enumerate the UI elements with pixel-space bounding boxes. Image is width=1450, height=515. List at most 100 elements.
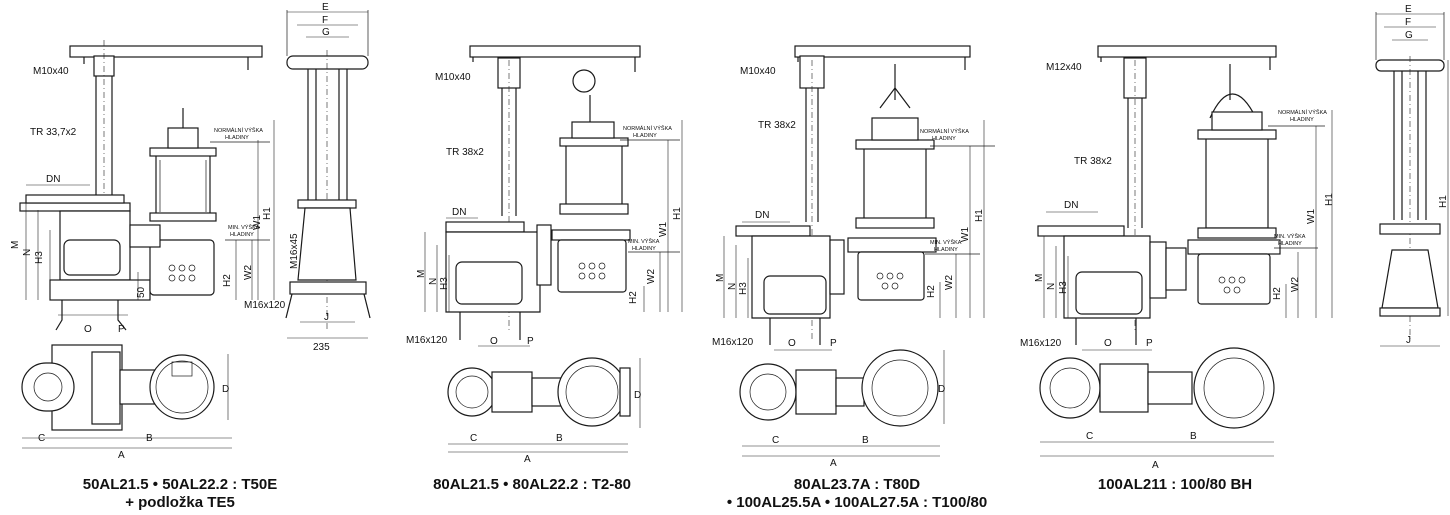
bolt-label: M10x40: [33, 66, 69, 77]
bolt-label: M12x40: [1046, 62, 1082, 73]
o-label: O: [1104, 338, 1112, 349]
bolt-label: M10x40: [740, 66, 776, 77]
j-label: J: [324, 312, 329, 323]
h1-label: H1: [1324, 193, 1335, 206]
pipe-label: TR 38x2: [1074, 156, 1112, 167]
h3-label: H3: [34, 251, 45, 264]
o-label: O: [490, 336, 498, 347]
pipe-label: TR 33,7x2: [30, 127, 77, 138]
d-label: D: [634, 390, 641, 401]
d-label: D: [222, 384, 229, 395]
m-label: M: [416, 270, 427, 278]
h1-label: H1: [974, 209, 985, 222]
min-level-line2: HLADINY: [1278, 241, 1302, 247]
h1-label: H1: [672, 207, 683, 220]
w1-label: W1: [960, 227, 971, 242]
j-label: J: [1406, 335, 1411, 346]
h2-label: H2: [222, 274, 233, 287]
caption-line-1: 80AL23.7A : T80D: [793, 476, 921, 493]
min-level-line1: MIN. VÝŠKA: [628, 238, 660, 245]
anchor-label: M16x120: [1020, 338, 1062, 349]
a-label: A: [830, 458, 837, 469]
w2-label: W2: [243, 265, 254, 280]
h3-label: H3: [1058, 281, 1069, 294]
c-label: C: [470, 433, 477, 444]
a-label: A: [1152, 460, 1159, 471]
normal-level-line2: HLADINY: [1290, 117, 1314, 123]
m-label: M: [10, 241, 21, 249]
a-label: A: [118, 450, 125, 461]
h2-label: H2: [628, 291, 639, 304]
min-level-line1: MIN. VÝŠKA: [930, 239, 962, 246]
caption-line-1: 100AL211 : 100/80 BH: [1097, 476, 1253, 493]
n-label: N: [428, 278, 439, 285]
h1-label: H1: [1438, 195, 1449, 208]
dn-label: DN: [452, 207, 466, 218]
pipe-label: TR 38x2: [758, 120, 796, 131]
normal-level-line2: HLADINY: [225, 135, 249, 141]
drawing-100al211-front: M12x40 TR 38x2 DN M16x120 M N H3 H2 W2 W…: [1020, 45, 1335, 471]
caption-100al211: 100AL211 : 100/80 BH: [1050, 476, 1300, 494]
n-label: N: [22, 249, 33, 256]
drawing-50al-side: E F G J M16x45 M16x120 235: [244, 2, 371, 353]
pipe-label: TR 38x2: [446, 147, 484, 158]
h2-label: H2: [1272, 287, 1283, 300]
normal-level-line1: NORMÁLNÍ VÝŠKA: [214, 127, 263, 134]
caption-line-1: 50AL21.5 • 50AL22.2 : T50E: [82, 476, 278, 493]
min-level-line2: HLADINY: [230, 232, 254, 238]
dn-label: DN: [755, 210, 769, 221]
n-label: N: [727, 283, 738, 290]
w1-label: W1: [1306, 209, 1317, 224]
width-235-label: 235: [313, 342, 330, 353]
min-level-line1: MIN. VÝŠKA: [228, 224, 260, 231]
bolt-label: M10x40: [435, 72, 471, 83]
o-label: O: [788, 338, 796, 349]
h2-label: H2: [926, 285, 937, 298]
dn-label: DN: [1064, 200, 1078, 211]
min-level-line2: HLADINY: [632, 246, 656, 252]
w1-label: W1: [658, 222, 669, 237]
b-label: B: [1190, 431, 1197, 442]
b-label: B: [146, 433, 153, 444]
anchor-m16x120-label: M16x120: [244, 300, 286, 311]
h3-label: H3: [439, 277, 450, 290]
f-label: F: [1405, 17, 1411, 28]
caption-line-1: 80AL21.5 • 80AL22.2 : T2-80: [433, 476, 631, 493]
w2-label: W2: [646, 269, 657, 284]
normal-level-line1: NORMÁLNÍ VÝŠKA: [1278, 109, 1327, 116]
normal-level-line2: HLADINY: [633, 133, 657, 139]
min-level-line1: MIN. VÝŠKA: [1274, 233, 1306, 240]
normal-level-line2: HLADINY: [932, 136, 956, 142]
w2-label: W2: [1290, 277, 1301, 292]
caption-80al-t80d: 80AL23.7A : T80D • 100AL25.5A • 100AL27.…: [712, 476, 1002, 512]
drawing-100al211-side: E F G J H1: [1375, 4, 1449, 347]
e-label: E: [1405, 4, 1412, 15]
p-label: P: [527, 336, 534, 347]
h3-label: H3: [738, 282, 749, 295]
dn-label: DN: [46, 174, 60, 185]
o-label: O: [84, 324, 92, 335]
c-label: C: [772, 435, 779, 446]
drawing-80al-t80d: M10x40 TR 38x2 DN M16x120 M N H3 H2 W2 W…: [712, 45, 995, 469]
a-label: A: [524, 454, 531, 465]
m-label: M: [715, 274, 726, 282]
caption-50al: 50AL21.5 • 50AL22.2 : T50E + podložka TE…: [40, 476, 320, 512]
caption-80al-t2-80: 80AL21.5 • 80AL22.2 : T2-80: [392, 476, 672, 494]
b-label: B: [556, 433, 563, 444]
normal-level-line1: NORMÁLNÍ VÝŠKA: [623, 125, 672, 132]
h1-label: H1: [262, 207, 273, 220]
caption-line-2: + podložka TE5: [125, 494, 235, 511]
g-label: G: [322, 27, 330, 38]
normal-level-line1: NORMÁLNÍ VÝŠKA: [920, 128, 969, 135]
min-level-line2: HLADINY: [934, 247, 958, 253]
anchor-label: M16x120: [712, 337, 754, 348]
p-label: P: [830, 338, 837, 349]
b-label: B: [862, 435, 869, 446]
base-50-label: 50: [136, 286, 147, 298]
g-label: G: [1405, 30, 1413, 41]
f-label: F: [322, 15, 328, 26]
caption-line-2: • 100AL25.5A • 100AL27.5A : T100/80: [726, 494, 988, 511]
anchor-label: M16x120: [406, 335, 448, 346]
w1-label: W1: [252, 215, 263, 230]
drawing-50al-front: M10x40 TR 33,7x2 DN M N H3 H2 W2 W1 H1 5…: [10, 40, 275, 461]
